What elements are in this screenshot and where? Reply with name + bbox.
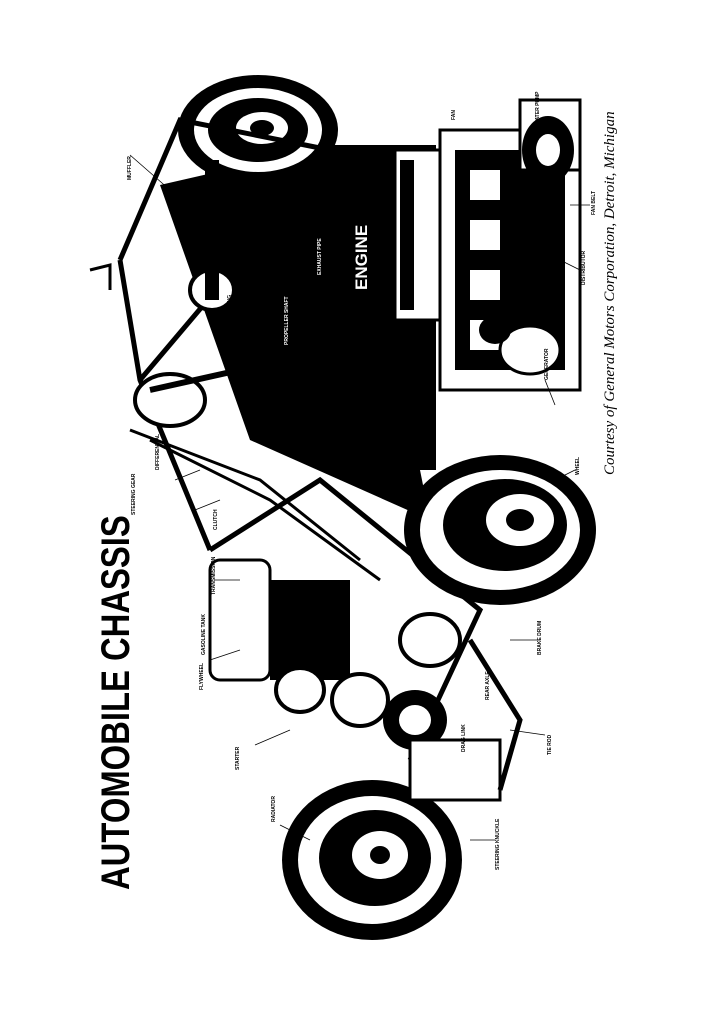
label-steering-gear: STEERING GEAR (131, 473, 137, 515)
label-oil-filter: OIL FILTER (431, 348, 437, 375)
label-generator: GENERATOR (544, 348, 550, 380)
label-clutch: CLUTCH (213, 509, 219, 530)
label-flywheel: FLYWHEEL (199, 662, 205, 690)
label-universal-joint: UNIVERSAL JOINT (257, 360, 263, 405)
label-rear-axle: REAR AXLE (485, 671, 491, 700)
frame-rails (117, 117, 484, 762)
label-spring: SPRING (227, 294, 233, 314)
shaft-lines (89, 263, 381, 582)
engine-label: ENGINE (352, 224, 371, 290)
front-suspension (398, 612, 523, 802)
label-propeller-shaft: PROPELLER SHAFT (284, 296, 290, 345)
leader-lines (129, 154, 590, 841)
label-gasoline-tank: GASOLINE TANK (201, 613, 207, 655)
label-wheel: WHEEL (575, 456, 581, 475)
label-steering-knuckle: STEERING KNUCKLE (495, 818, 501, 870)
credit-line: Courtesy of General Motors Corporation, … (602, 111, 618, 475)
label-starter: STARTER (235, 746, 241, 770)
label-differential: DIFFERENTIAL (155, 433, 161, 470)
rear-wheel-top (178, 75, 338, 185)
label-distributor: DISTRIBUTOR (581, 250, 587, 285)
label-muffler: MUFFLER (127, 156, 133, 180)
label-frame: FRAME (237, 337, 243, 355)
page-title: AUTOMOBILE CHASSIS (94, 515, 138, 890)
radiator-and-fan (518, 98, 582, 184)
engine-diagonal-shadow (160, 145, 430, 520)
label-water-pump: WATER PUMP (535, 91, 541, 125)
front-wheel-right (404, 455, 596, 605)
label-exhaust-pipe: EXHAUST PIPE (317, 238, 323, 275)
label-shock-absorber: SHOCK ABSORBER (301, 170, 307, 218)
label-transmission: TRANSMISSION (211, 556, 217, 595)
label-drag-link: DRAG LINK (461, 724, 467, 752)
rear-axle-assembly (133, 160, 302, 428)
label-radiator: RADIATOR (271, 796, 277, 822)
front-wheel-bottom (282, 780, 462, 940)
label-brake-drum: BRAKE DRUM (537, 620, 543, 655)
label-brake-line: BRAKE LINE (291, 589, 297, 620)
label-fan-belt: FAN BELT (591, 190, 597, 215)
label-fan: FAN (451, 110, 457, 120)
transmission (208, 558, 447, 750)
label-tie-rod: TIE ROD (547, 734, 553, 755)
